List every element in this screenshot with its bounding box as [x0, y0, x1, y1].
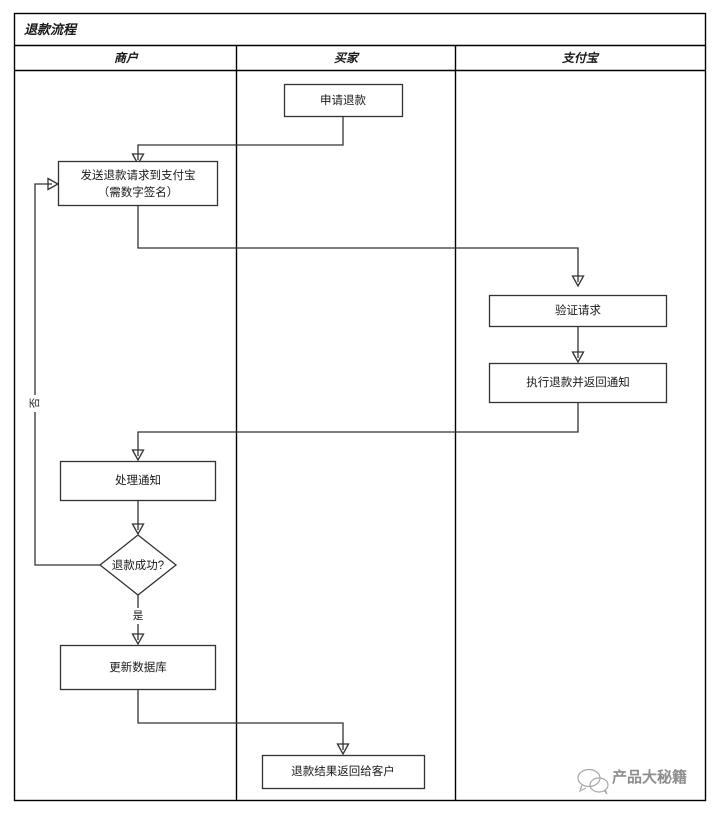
- diagram-title: 退款流程: [24, 22, 78, 37]
- node-update-database-label: 更新数据库: [109, 660, 167, 674]
- edge-update-to-result: [137, 690, 344, 750]
- lane-header-alipay: 支付宝: [562, 51, 600, 65]
- node-send-refund-request-label-line1: 发送退款请求到支付宝: [81, 168, 196, 182]
- svg-text:是: 是: [133, 610, 144, 622]
- node-send-refund-request[interactable]: 发送退款请求到支付宝 （需数字签名）: [57, 160, 219, 207]
- node-handle-notification-label: 处理通知: [115, 473, 161, 487]
- node-return-result-to-customer[interactable]: 退款结果返回给客户: [261, 754, 426, 790]
- edge-arrow-execute-to-handle: [131, 449, 145, 462]
- node-verify-request[interactable]: 验证请求: [488, 294, 668, 328]
- node-execute-refund[interactable]: 执行退款并返回通知: [488, 362, 668, 404]
- edge-label-no: 否: [27, 395, 43, 412]
- edge-arrow-apply-to-send: [131, 153, 145, 166]
- node-apply-refund[interactable]: 申请退款: [283, 83, 404, 118]
- edge-arrow-verify-to-execute: [571, 351, 585, 364]
- node-handle-notification[interactable]: 处理通知: [59, 460, 217, 502]
- edge-arrow-handle-to-decision: [131, 523, 145, 536]
- wechat-icon: [577, 768, 609, 795]
- node-verify-request-label: 验证请求: [555, 303, 601, 317]
- edge-arrow-send-to-verify: [571, 275, 585, 288]
- edge-execute-to-handle: [137, 402, 579, 456]
- node-return-result-to-customer-label: 退款结果返回给客户: [291, 764, 395, 778]
- node-apply-refund-label: 申请退款: [320, 93, 366, 107]
- node-refund-success-decision-label: 退款成功?: [112, 558, 164, 572]
- edge-send-to-verify: [137, 206, 579, 282]
- edge-arrow-update-to-result: [336, 743, 350, 756]
- edge-arrow-decision-yes: [131, 633, 145, 646]
- svg-text:否: 否: [29, 397, 41, 408]
- node-execute-refund-label: 执行退款并返回通知: [526, 375, 630, 389]
- lane-header-buyer: 买家: [334, 51, 360, 65]
- edge-apply-to-send: [137, 117, 344, 160]
- watermark: 产品大秘籍: [577, 768, 687, 795]
- lane-header-merchant: 商户: [114, 51, 139, 65]
- node-update-database[interactable]: 更新数据库: [59, 644, 217, 691]
- node-refund-success-decision[interactable]: 退款成功?: [98, 534, 178, 596]
- watermark-text: 产品大秘籍: [612, 768, 687, 786]
- edge-decision-no-loop: [34, 183, 100, 566]
- edge-label-yes: 是: [130, 608, 147, 624]
- node-send-refund-request-label-line2: （需数字签名）: [98, 185, 179, 199]
- edge-arrow-decision-no-loop: [47, 177, 60, 191]
